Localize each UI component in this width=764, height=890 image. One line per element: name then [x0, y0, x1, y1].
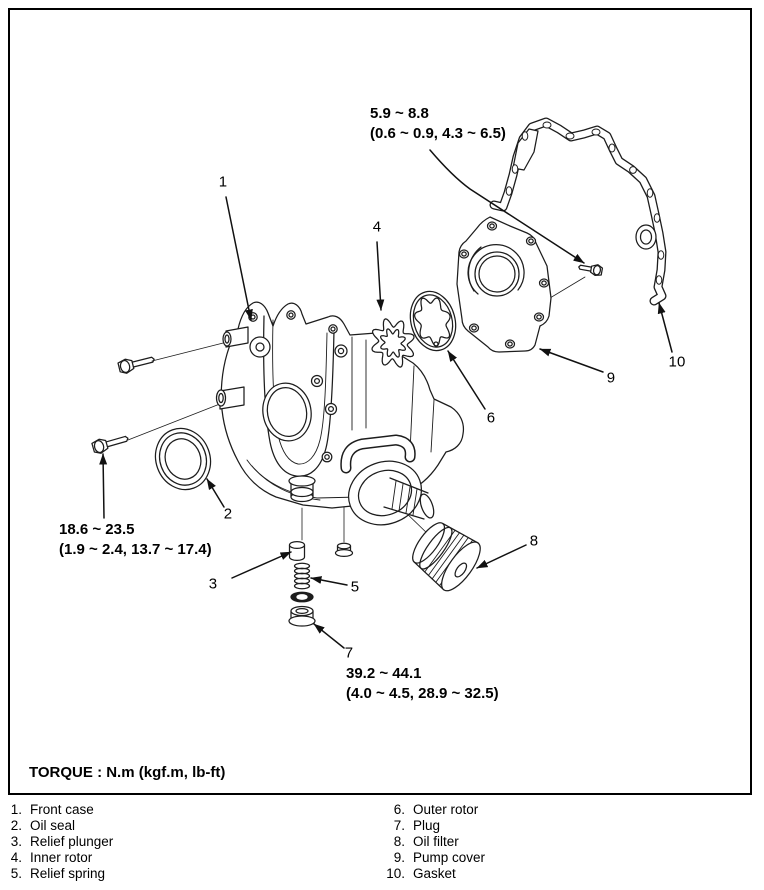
- legend-item-label: Front case: [30, 802, 94, 817]
- callout-3: 3: [208, 575, 218, 593]
- torque-value: 18.6 ~ 23.5: [59, 521, 135, 538]
- legend-item-label: Relief plunger: [30, 834, 114, 849]
- legend-item: 8. Oil filter: [385, 834, 485, 850]
- legend-item-number: 9.: [393, 850, 405, 865]
- outer-rotor: [409, 290, 457, 352]
- callout-7: 7: [344, 644, 354, 662]
- oil-filter: [412, 522, 481, 592]
- legend-item: 7. Plug: [385, 818, 485, 834]
- oil-seal: [154, 427, 212, 491]
- legend-item-label: Oil filter: [413, 834, 459, 849]
- callout-2: 2: [223, 505, 233, 523]
- torque-annotation-cover-bolt: 5.9 ~ 8.8 (0.6 ~ 0.9, 4.3 ~ 6.5): [370, 104, 506, 144]
- plug: [288, 605, 316, 627]
- torque-note: TORQUE : N.m (kgf.m, lb-ft): [29, 764, 226, 781]
- case-bolt: [91, 435, 129, 454]
- legend-item: 3. Relief plunger: [2, 834, 114, 850]
- legend-column-left: 1. Front case 2. Oil seal 3. Relief plunger…: [2, 802, 114, 882]
- torque-detail: (4.0 ~ 4.5, 28.9 ~ 32.5): [346, 685, 499, 702]
- legend-item-label: Outer rotor: [413, 802, 479, 817]
- callout-10: 10: [668, 353, 686, 371]
- torque-annotation-plug: 39.2 ~ 44.1 (4.0 ~ 4.5, 28.9 ~ 32.5): [346, 664, 499, 704]
- torque-annotation-case-bolt: 18.6 ~ 23.5 (1.9 ~ 2.4, 13.7 ~ 17.4): [59, 520, 212, 560]
- front-case: [215, 301, 465, 526]
- legend-item-number: 4.: [10, 850, 22, 865]
- legend-item-label: Oil seal: [30, 818, 76, 833]
- legend-item-label: Relief spring: [30, 866, 106, 881]
- legend-item-number: 6.: [393, 802, 405, 817]
- legend-item-number: 2.: [10, 818, 22, 833]
- legend-item-label: Plug: [413, 818, 441, 833]
- legend-item-number: 7.: [393, 818, 405, 833]
- legend-item: 1. Front case: [2, 802, 113, 818]
- side-bolt: [334, 542, 354, 558]
- legend-item-number: 5.: [10, 866, 22, 881]
- leader-lines: [99, 149, 673, 649]
- legend-item: 9. Pump cover: [385, 850, 485, 866]
- relief-plunger: [288, 540, 306, 561]
- plug-washer: [290, 591, 314, 603]
- callout-4: 4: [372, 218, 382, 236]
- legend-item-number: 3.: [10, 834, 22, 849]
- torque-detail: (1.9 ~ 2.4, 13.7 ~ 17.4): [59, 541, 212, 558]
- case-bolt: [117, 356, 155, 374]
- legend-item: 4. Inner rotor: [2, 850, 113, 866]
- callout-6: 6: [486, 409, 496, 427]
- legend-item: 6. Outer rotor: [385, 802, 485, 818]
- legend-item-label: Pump cover: [413, 850, 486, 865]
- legend-item-label: Gasket: [413, 866, 456, 881]
- inner-rotor: [371, 318, 415, 368]
- gasket: [489, 117, 667, 306]
- legend-item-number: 8.: [393, 834, 405, 849]
- legend-item-number: 1.: [10, 802, 22, 817]
- legend-column-right: 6. Outer rotor 7. Plug 8. Oil filter 9. Pump…: [385, 802, 485, 882]
- torque-value: 5.9 ~ 8.8: [370, 105, 429, 122]
- legend-item-number: 10.: [386, 866, 405, 881]
- relief-spring: [293, 562, 311, 590]
- legend-item-label: Inner rotor: [30, 850, 93, 865]
- torque-detail: (0.6 ~ 0.9, 4.3 ~ 6.5): [370, 125, 506, 142]
- pump-cover: [456, 216, 552, 353]
- legend-item: 2. Oil seal: [2, 818, 113, 834]
- callout-8: 8: [529, 532, 539, 550]
- legend-item: 10. Gasket: [385, 866, 485, 882]
- callout-1: 1: [218, 173, 228, 191]
- cover-bolt: [578, 264, 604, 277]
- callout-5: 5: [350, 578, 360, 596]
- legend-item: 5. Relief spring: [2, 866, 113, 882]
- torque-value: 39.2 ~ 44.1: [346, 665, 422, 682]
- callout-9: 9: [606, 369, 616, 387]
